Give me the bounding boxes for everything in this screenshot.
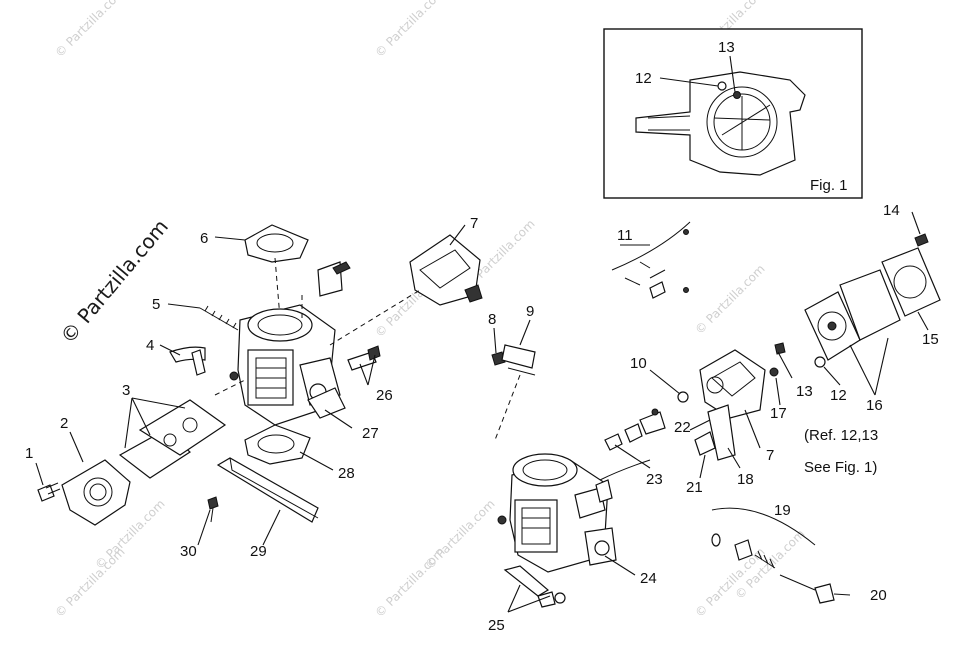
inset-throttle-plate — [713, 96, 771, 150]
part-2-pump-cover — [61, 459, 131, 526]
part-3-gasket — [138, 399, 227, 456]
part-21-lever — [694, 431, 716, 456]
callout-17: 17 — [770, 405, 787, 422]
inset-screw — [733, 91, 741, 99]
callout-12: 12 — [830, 387, 847, 404]
callout-13: 13 — [796, 383, 813, 400]
assembly-line — [214, 379, 246, 396]
inset-washer — [717, 81, 727, 91]
assembly-line — [494, 374, 521, 441]
callout-21: 21 — [686, 479, 703, 496]
part-27-lever — [307, 387, 346, 419]
callout-24: 24 — [640, 570, 657, 587]
callout-8: 8 — [488, 311, 496, 328]
note-line-1: (Ref. 12,13 — [804, 427, 878, 444]
part-8-nut — [491, 351, 506, 366]
part-10-nut — [677, 391, 689, 403]
part-9-sleeve — [501, 344, 536, 369]
callout-14: 14 — [883, 202, 900, 219]
part-19-ring — [711, 533, 721, 547]
part-11-linkage — [611, 221, 691, 271]
callout-11: 11 — [617, 227, 633, 244]
part-14-screw — [914, 233, 929, 247]
callout-20: 20 — [870, 587, 887, 604]
inset-lever — [647, 115, 691, 131]
inset-carb-body — [635, 71, 806, 176]
part-25-screw — [503, 565, 550, 597]
assembly-line — [274, 257, 281, 319]
watermark-text: © Partzilla.com — [52, 545, 127, 620]
right-carb-bore-top — [512, 453, 578, 487]
part-5-spring — [199, 307, 239, 331]
left-carburetor — [37, 224, 483, 526]
watermark-text: © Partzilla.com — [52, 0, 127, 60]
part-12-washer — [814, 356, 826, 368]
inset-leader-13 — [729, 55, 736, 93]
part-18-diaphragm — [707, 404, 736, 461]
callout-30: 30 — [180, 543, 197, 560]
part-22-gasket — [604, 433, 623, 451]
leader-lines — [35, 211, 929, 613]
part-2-cover-dome — [83, 477, 113, 507]
watermark-text: © Partzilla.com — [692, 262, 767, 337]
callout-1: 1 — [25, 445, 33, 462]
callout-22: 22 — [674, 419, 691, 436]
part-1-screw — [37, 482, 61, 502]
note-line-2: See Fig. 1) — [804, 459, 877, 476]
callout-15: 15 — [922, 331, 939, 348]
watermark-logo-text: © Partzilla.com — [55, 215, 173, 349]
inset-callout-13: 13 — [718, 39, 735, 56]
left-carb-bore-top — [247, 308, 313, 342]
callout-16: 16 — [866, 397, 883, 414]
right-carburetor — [491, 221, 941, 608]
callout-3: 3 — [122, 382, 130, 399]
part-23-bracket — [595, 479, 613, 503]
part-20-needle — [814, 583, 835, 604]
part-28-gasket — [244, 424, 311, 465]
callout-7-left: 7 — [470, 215, 478, 232]
part-19-bracket-line — [711, 507, 816, 546]
inset-label: Fig. 1 — [810, 177, 848, 194]
inset-bore — [706, 86, 778, 158]
callout-19: 19 — [774, 502, 791, 519]
inset-fig-1: 13 12 Fig. 1 — [603, 28, 863, 199]
callout-5: 5 — [152, 296, 160, 313]
callout-26: 26 — [376, 387, 393, 404]
watermark-text: © Partzilla.com — [372, 0, 447, 60]
callout-29: 29 — [250, 543, 267, 560]
part-16-gasket — [839, 269, 901, 341]
part-7-pump-right — [699, 349, 766, 419]
callout-23: 23 — [646, 471, 663, 488]
callout-18: 18 — [737, 471, 754, 488]
callout-28: 28 — [338, 465, 355, 482]
callouts: 1 2 3 4 5 6 7 8 9 10 11 12 13 14 15 16 1… — [25, 202, 939, 634]
part-6-gasket — [244, 224, 309, 263]
inset-callout-12: 12 — [635, 70, 652, 87]
callout-9: 9 — [526, 303, 534, 320]
part-13-screw — [774, 342, 786, 355]
callout-25: 25 — [488, 617, 505, 634]
callout-4: 4 — [146, 337, 154, 354]
part-30-screw — [207, 496, 219, 510]
callout-27: 27 — [362, 425, 379, 442]
callout-6: 6 — [200, 230, 208, 247]
callout-2: 2 — [60, 415, 68, 432]
callout-10: 10 — [630, 355, 647, 372]
watermark-text: © Partzilla.com — [372, 545, 447, 620]
reference-note: (Ref. 12,13 See Fig. 1) — [804, 427, 878, 476]
part-17-screw — [769, 367, 779, 377]
part-15-cover — [881, 247, 941, 317]
callout-7-right: 7 — [766, 447, 774, 464]
inset-leader-12 — [659, 77, 719, 87]
